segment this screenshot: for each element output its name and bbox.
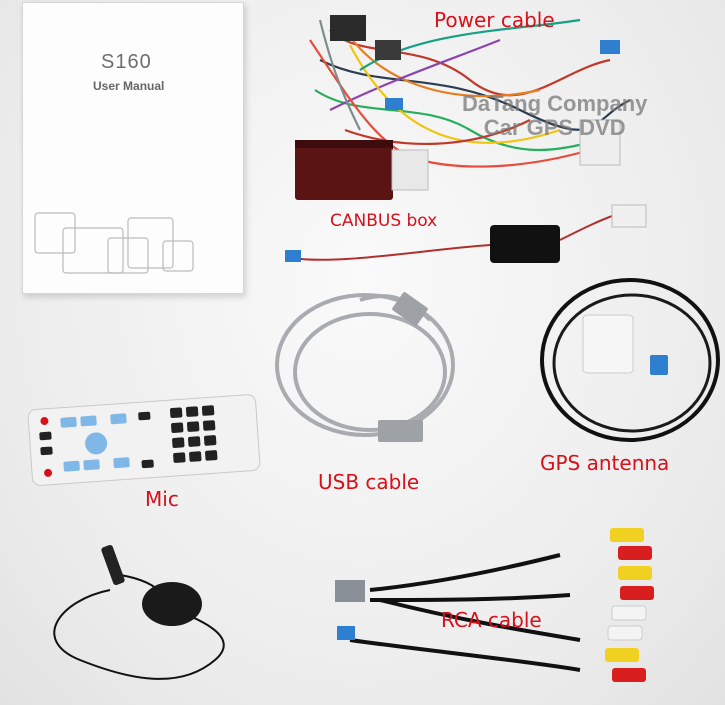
label-rca-cable: RCA cable — [441, 608, 542, 632]
power-connector-gray — [375, 40, 401, 60]
usb-plug — [392, 292, 428, 326]
canbus-box — [295, 140, 429, 200]
user-manual: S160 User Manual — [22, 2, 244, 294]
label-usb-cable: USB cable — [318, 470, 420, 494]
manual-title: User Manual — [93, 79, 165, 93]
canbus-white-plug — [611, 204, 647, 228]
usb-socket — [378, 420, 423, 442]
power-connector-white — [579, 119, 621, 166]
power-connector-black — [330, 15, 366, 41]
remote-control — [27, 394, 261, 486]
rca-plugs — [605, 528, 654, 682]
canbus-wire-2 — [559, 214, 616, 241]
watermark-line-2: Car GPS DVD — [483, 115, 626, 140]
canbus-inline-module — [490, 225, 560, 263]
label-power-cable: Power cable — [434, 8, 555, 32]
label-canbus-box: CANBUS box — [330, 211, 438, 231]
rca-cable — [349, 553, 581, 672]
watermark-line-1: DaTang Company — [462, 91, 648, 116]
power-connector-blue — [385, 98, 403, 110]
manual-model: S160 — [101, 51, 152, 73]
canbus-wire — [291, 244, 491, 261]
rca-gray-connector — [335, 580, 365, 602]
microphone — [53, 544, 225, 680]
rca-blue-connector — [337, 626, 355, 640]
usb-cable — [275, 293, 455, 437]
canbus-blue-plug — [285, 250, 301, 262]
label-mic: Mic — [145, 487, 179, 511]
manual-square-graphic — [34, 212, 194, 274]
power-connector-blue-2 — [600, 40, 620, 54]
watermark: DaTang Company Car GPS DVD — [462, 92, 647, 140]
label-gps-antenna: GPS antenna — [540, 451, 670, 475]
gps-antenna — [540, 278, 720, 442]
